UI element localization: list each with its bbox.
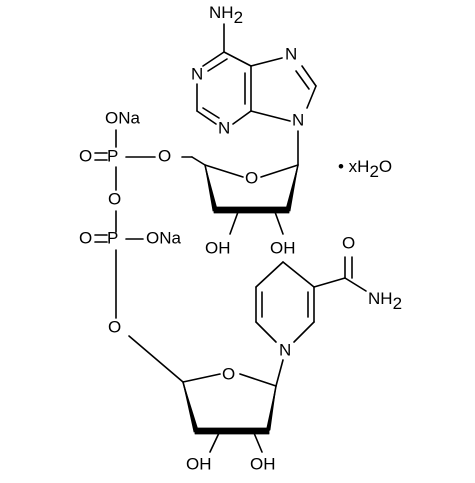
atom-adenine-n7: N: [285, 44, 297, 63]
atom-amine-top: NH2: [209, 3, 243, 27]
atom-ona-top: ONa: [105, 108, 141, 127]
atom-labels: NH2 N N N N ONa O P O O O O P ONa OH OH …: [79, 3, 402, 473]
bond-lines: [94, 23, 367, 453]
atom-o-double-bottom: O: [79, 228, 92, 247]
atom-o-ester-top: O: [158, 146, 171, 165]
atom-o-ring-bottom: O: [222, 364, 235, 383]
atom-adenine-n3: N: [218, 118, 230, 137]
atom-o-ring-top: O: [245, 168, 258, 187]
hydrate-label: • xH2O: [338, 157, 392, 181]
wedge-bonds: [182, 164, 299, 435]
atom-oh-bottom-left: OH: [186, 454, 212, 473]
atom-p-bottom: P: [107, 228, 118, 247]
atom-oh-top-left: OH: [205, 238, 231, 257]
atom-o-double-top: O: [79, 146, 92, 165]
atom-p-top: P: [107, 146, 118, 165]
atom-oh-bottom-right: OH: [250, 454, 276, 473]
atom-adenine-n1: N: [191, 64, 203, 83]
atom-amide-o: O: [342, 233, 355, 252]
atom-adenine-n9: N: [292, 110, 304, 129]
atom-o-bridge: O: [108, 189, 121, 208]
atom-n-pyridine: N: [279, 340, 291, 359]
atom-o-ester-bottom: O: [108, 317, 121, 336]
atom-amide-nh2: NH2: [368, 289, 402, 313]
atom-ona-bottom: ONa: [146, 228, 182, 247]
atom-oh-top-right: OH: [270, 238, 296, 257]
